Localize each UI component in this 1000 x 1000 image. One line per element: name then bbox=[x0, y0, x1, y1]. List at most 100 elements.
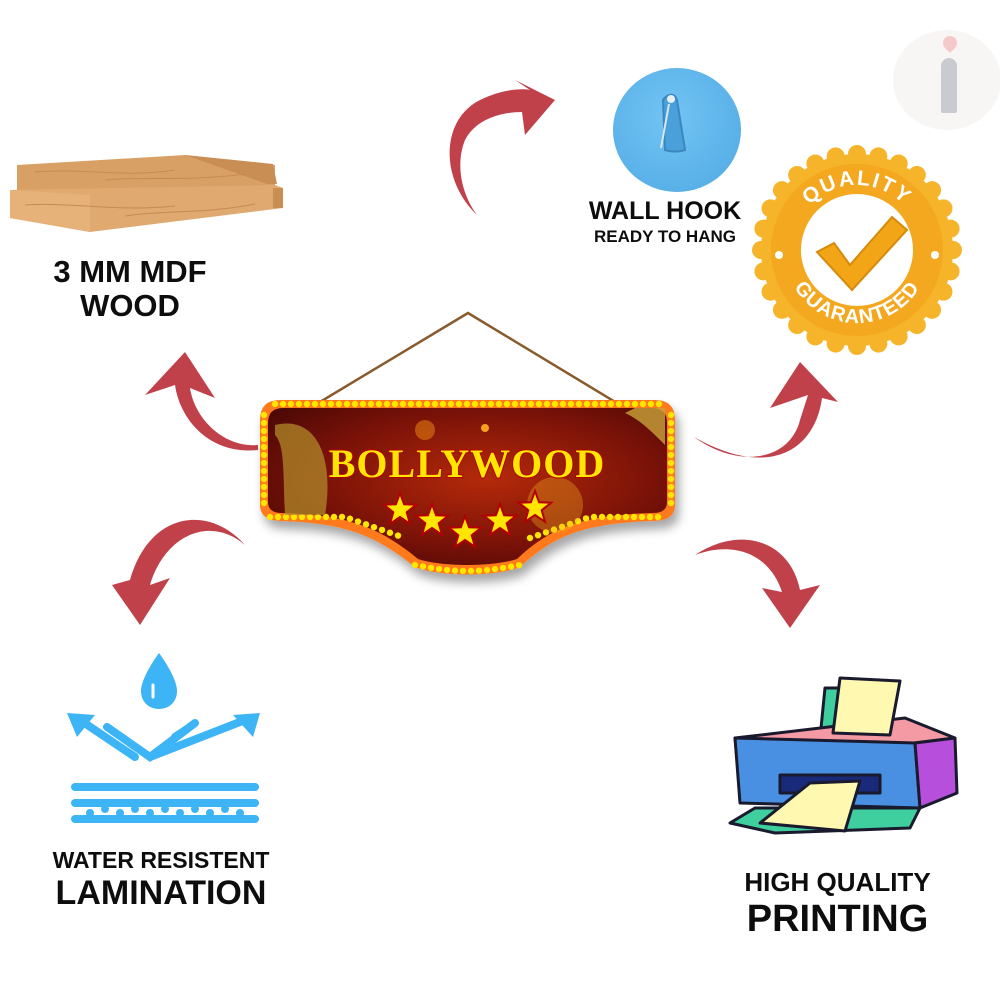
marquee-bulb bbox=[394, 532, 402, 539]
marquee-bulb bbox=[623, 400, 631, 408]
marquee-bulb bbox=[298, 513, 306, 521]
marquee-bulb bbox=[667, 467, 675, 475]
water-lamination-label: WATER RESISTENT LAMINATION bbox=[30, 847, 292, 913]
wall-hook-line1: WALL HOOK bbox=[588, 197, 742, 225]
marquee-bulb bbox=[260, 411, 268, 419]
badge-scallop bbox=[869, 147, 888, 166]
marquee-bulb bbox=[614, 513, 622, 521]
marquee-bulb bbox=[606, 513, 614, 521]
marquee-bulb bbox=[667, 475, 675, 483]
arrow-shape bbox=[112, 519, 245, 625]
marquee-bulb bbox=[435, 565, 443, 573]
marquee-bulb bbox=[515, 561, 523, 569]
marquee-bulb bbox=[667, 451, 675, 459]
marquee-bulb bbox=[459, 567, 467, 575]
marquee-bulb bbox=[527, 400, 535, 408]
marquee-bulb bbox=[327, 400, 335, 408]
arrow-shape bbox=[695, 539, 820, 628]
quality-guaranteed-badge: QUALITY GUARANTEED bbox=[752, 145, 962, 355]
marquee-bulb bbox=[503, 400, 511, 408]
badge-scallop bbox=[761, 199, 780, 218]
marquee-bulb bbox=[526, 534, 534, 542]
marquee-bulb bbox=[260, 491, 268, 499]
marquee-bulb bbox=[559, 400, 567, 408]
marquee-bulb bbox=[451, 567, 459, 574]
marquee-bulb bbox=[667, 419, 675, 427]
mdf-wood-line2: WOOD bbox=[80, 288, 180, 324]
marquee-bulb bbox=[359, 400, 367, 408]
marquee-bulb bbox=[455, 400, 463, 408]
wood-planks-icon bbox=[10, 155, 283, 232]
checkmark-icon bbox=[815, 215, 909, 292]
marquee-bulb bbox=[419, 563, 427, 570]
marquee-bulb bbox=[558, 523, 566, 530]
marquee-bulb bbox=[543, 400, 551, 408]
marquee-bulb bbox=[499, 564, 507, 572]
badge-scallop bbox=[806, 327, 825, 346]
star-icon bbox=[481, 501, 519, 538]
wall-hook-label: WALL HOOK READY TO HANG bbox=[565, 197, 765, 246]
marquee-bulb bbox=[575, 400, 583, 408]
marquee-bulb bbox=[378, 526, 386, 534]
marquee-bulb bbox=[266, 513, 274, 521]
marquee-bulb bbox=[607, 400, 615, 408]
hook-glyph bbox=[660, 93, 687, 153]
badge-scallop bbox=[934, 282, 953, 301]
badge-scallop bbox=[889, 327, 908, 346]
marquee-bulb bbox=[346, 515, 354, 522]
marquee-bulb bbox=[495, 400, 503, 408]
marquee-bulb bbox=[314, 513, 322, 521]
marquee-bulb bbox=[535, 400, 543, 408]
marquee-bulb bbox=[431, 400, 439, 408]
marquee-bulb bbox=[399, 400, 407, 408]
marquee-bulb bbox=[311, 400, 319, 408]
badge-scallop bbox=[941, 262, 960, 281]
sign-stars bbox=[381, 488, 554, 550]
badge-scallop bbox=[941, 219, 960, 238]
badge-scallop bbox=[761, 282, 780, 301]
marquee-bulb bbox=[566, 520, 574, 528]
marquee-bulb bbox=[631, 400, 639, 408]
badge-scallop bbox=[772, 300, 791, 319]
badge-scallop bbox=[826, 334, 845, 353]
arrow-to-quality-badge bbox=[694, 362, 838, 458]
marquee-bulb bbox=[667, 443, 675, 451]
water-line1: WATER RESISTENT bbox=[52, 847, 270, 873]
marquee-bulb bbox=[647, 400, 655, 408]
wall-hook-icon bbox=[613, 68, 741, 192]
marquee-bulb bbox=[260, 475, 268, 483]
marquee-bulb bbox=[290, 513, 298, 521]
marquee-bulb bbox=[582, 515, 590, 522]
badge-scallop bbox=[907, 316, 926, 335]
marquee-bulb bbox=[411, 561, 419, 569]
marquee-bulb bbox=[271, 400, 279, 408]
marquee-bulb bbox=[354, 518, 362, 525]
badge-scallop bbox=[869, 334, 888, 353]
marquee-bulb bbox=[319, 400, 327, 408]
marquee-bulb bbox=[375, 400, 383, 408]
arrow-to-printing bbox=[695, 539, 820, 628]
marquee-bulb bbox=[260, 427, 268, 435]
marquee-bulb bbox=[279, 400, 287, 408]
marquee-bulb bbox=[491, 565, 499, 573]
water-resistant-icon bbox=[67, 653, 260, 823]
marquee-bulb bbox=[591, 400, 599, 408]
marquee-bulb bbox=[479, 400, 487, 408]
badge-scallop bbox=[754, 219, 773, 238]
marquee-bulb bbox=[667, 427, 675, 435]
marquee-bulb bbox=[487, 400, 495, 408]
marquee-bulb bbox=[583, 400, 591, 408]
marquee-bulb bbox=[638, 513, 646, 521]
marquee-bulb bbox=[367, 400, 375, 408]
marquee-bulb bbox=[630, 513, 638, 521]
marquee-bulbs bbox=[260, 400, 675, 575]
badge-scallop bbox=[826, 147, 845, 166]
badge-scallop bbox=[772, 181, 791, 200]
badge-scallop bbox=[923, 181, 942, 200]
marquee-bulb bbox=[646, 513, 654, 521]
sign-title: BOLLYWOOD bbox=[329, 441, 605, 486]
star-icon bbox=[381, 490, 419, 527]
printing-label: HIGH QUALITY PRINTING bbox=[715, 868, 960, 940]
marquee-bulb bbox=[574, 518, 582, 525]
film-strip-left bbox=[275, 423, 328, 515]
